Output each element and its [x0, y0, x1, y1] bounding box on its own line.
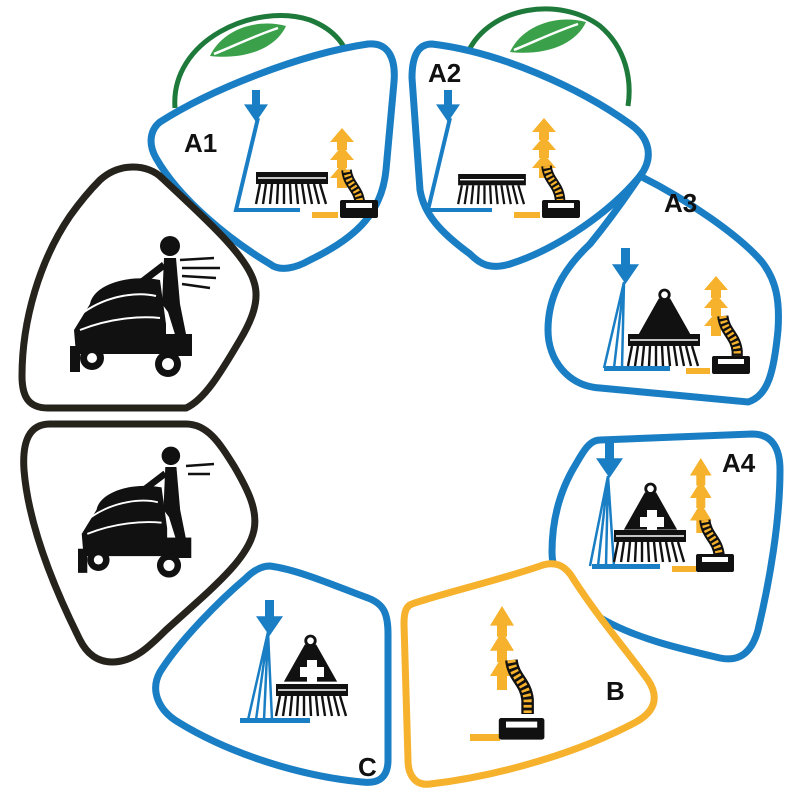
program-b[interactable]: B — [400, 560, 658, 788]
eco-arc-left — [172, 13, 351, 109]
recovery-tank-icon — [696, 554, 734, 572]
program-a3-label: A3 — [664, 188, 697, 218]
program-b-label: B — [606, 676, 625, 706]
recovery-tank-icon — [712, 356, 750, 374]
program-a2-label: A2 — [428, 58, 461, 88]
program-a4-label: A4 — [722, 448, 756, 478]
recovery-tank-icon — [340, 200, 378, 218]
speed-lines-icon — [179, 256, 220, 290]
recovery-tank-icon — [498, 718, 545, 740]
program-a1[interactable]: A1 — [147, 40, 398, 272]
extra-pressure-plus-icon — [640, 510, 664, 534]
speed-lines-icon — [185, 462, 215, 476]
program-a4[interactable]: A4 — [548, 430, 784, 663]
eco-arc-right — [465, 6, 632, 107]
program-a1-label: A1 — [184, 128, 217, 158]
leaf-icon — [508, 18, 588, 55]
program-a3[interactable]: A3 — [544, 171, 782, 406]
drive-mode-upper[interactable] — [18, 163, 260, 412]
recovery-tank-icon — [542, 200, 580, 218]
program-a2[interactable]: A2 — [408, 40, 652, 270]
program-c[interactable]: C — [152, 562, 392, 786]
program-c-label: C — [358, 752, 377, 782]
drive-mode-lower[interactable] — [20, 420, 259, 666]
extra-pressure-plus-icon — [300, 660, 324, 684]
